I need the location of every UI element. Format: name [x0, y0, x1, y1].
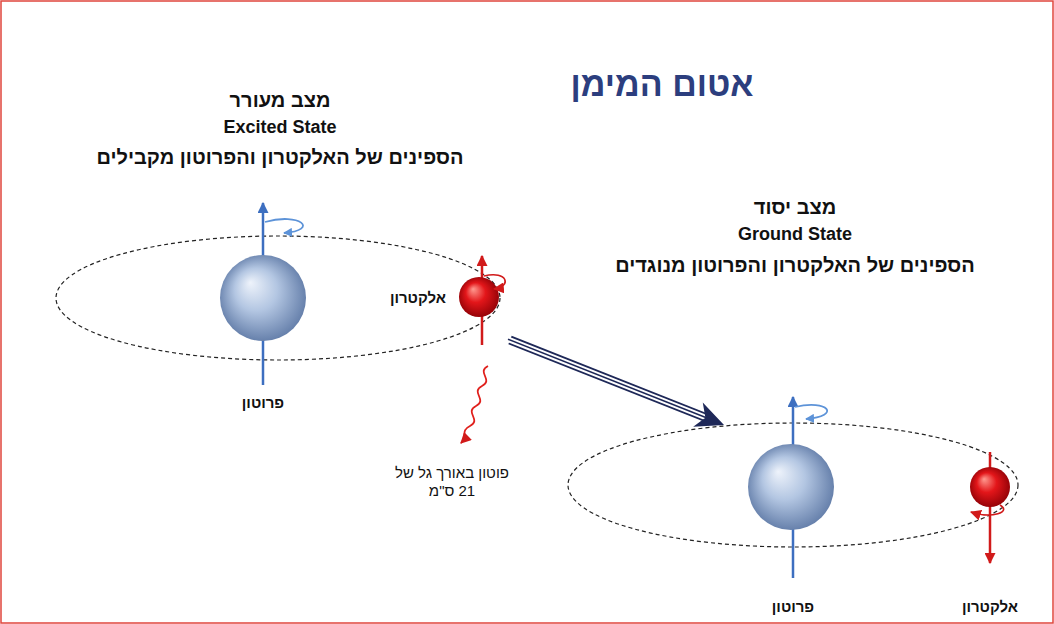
- particle-label: פרוטון: [772, 598, 814, 616]
- particle-label: אלקטרון: [390, 289, 446, 307]
- state-heading-english: Ground State: [738, 224, 852, 246]
- diagram-title: אטום המימן: [571, 64, 754, 105]
- electron-spin-arrow: [971, 505, 1004, 515]
- photon-label: פוטון באורך גל של 21 ס"מ: [392, 464, 512, 500]
- proton-spin-arrow: [795, 405, 827, 419]
- proton-spin-arrow: [265, 219, 303, 233]
- particle-label: פרוטון: [242, 394, 284, 412]
- proton-sphere: [220, 255, 306, 341]
- photon-wave: [461, 366, 488, 443]
- transition-arrow: [508, 339, 729, 437]
- orbit-ellipse: [56, 236, 500, 360]
- state-heading: מצב מעורר: [230, 88, 331, 112]
- proton-sphere: [748, 444, 834, 530]
- electron-spin-arrow: [484, 275, 505, 289]
- state-heading: מצב יסוד: [754, 195, 836, 219]
- state-description: הספינים של האלקטרון והפרוטון מקבילים: [97, 145, 464, 169]
- particle-label: אלקטרון: [962, 598, 1018, 616]
- electron-sphere: [459, 277, 499, 317]
- electron-sphere: [970, 467, 1010, 507]
- state-heading-english: Excited State: [223, 117, 336, 139]
- state-description: הספינים של האלקטרון והפרוטון מנוגדים: [615, 253, 975, 277]
